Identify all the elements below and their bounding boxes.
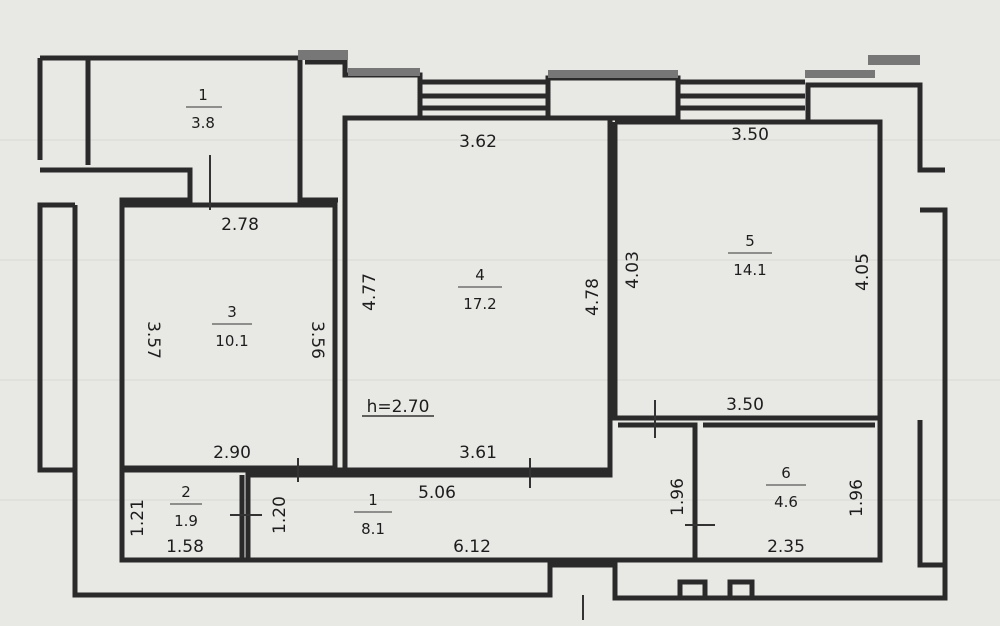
ceiling-height-label: h=2.70: [367, 397, 430, 417]
svg-text:5: 5: [745, 232, 755, 250]
dim-3-56: 3.56: [307, 321, 327, 359]
room-label-r1b: 18.1: [354, 491, 392, 538]
wall-right-upper: [695, 82, 945, 563]
dim-4-77: 4.77: [360, 273, 380, 311]
svg-text:17.2: 17.2: [463, 295, 496, 313]
dim-3-57: 3.57: [143, 321, 163, 359]
balcony-bottom: [40, 167, 193, 205]
dim-2-78: 2.78: [221, 215, 259, 235]
dim-2-90: 2.90: [213, 443, 251, 463]
outer-wall-bottom: [72, 205, 948, 601]
svg-text:8.1: 8.1: [361, 520, 385, 538]
parapet-3: [548, 70, 678, 78]
wall-right-lower: [917, 207, 948, 568]
paper-grid: [0, 139, 1000, 501]
dim-5-06: 5.06: [418, 483, 456, 503]
wall-room5-left-bottom: [612, 122, 880, 421]
balcony-top: [40, 55, 338, 203]
room-label-r2: 21.9: [170, 483, 202, 530]
parapet-4: [805, 70, 875, 78]
dim-4-05: 4.05: [853, 253, 873, 291]
svg-text:1.9: 1.9: [174, 512, 198, 530]
wall-room4-top-right: [345, 115, 613, 470]
room-label-r4: 417.2: [458, 266, 502, 313]
svg-text:10.1: 10.1: [215, 332, 248, 350]
dim-3-50-mid: 3.50: [726, 395, 764, 415]
dim-3-62: 3.62: [459, 132, 497, 152]
room-label-r6: 64.6: [766, 464, 806, 511]
dimension-labels: 3.62 3.50 2.78 4.77 4.78 4.03 4.05 3.57 …: [128, 125, 873, 557]
svg-text:6: 6: [781, 464, 791, 482]
parapet-5: [868, 55, 920, 65]
svg-text:1: 1: [368, 491, 378, 509]
dim-1-20: 1.20: [270, 496, 290, 534]
dim-4-78: 4.78: [583, 278, 603, 316]
svg-text:1: 1: [198, 86, 208, 104]
room-label-r1a: 13.8: [186, 86, 222, 132]
room-label-r3: 310.1: [212, 303, 252, 350]
inner-wall-left-bottom: [119, 205, 695, 563]
svg-text:2: 2: [181, 483, 191, 501]
wall-room6-left: [618, 422, 698, 560]
svg-text:14.1: 14.1: [733, 261, 766, 279]
parapet-2: [348, 68, 420, 76]
dim-1-96-b: 1.96: [847, 479, 867, 517]
dim-1-96-a: 1.96: [668, 478, 688, 516]
door-ticks: [209, 155, 715, 620]
hatched-parapets: [298, 50, 920, 78]
notch-bottom: [677, 579, 755, 598]
dim-2-35: 2.35: [767, 537, 805, 557]
dim-6-12: 6.12: [453, 537, 491, 557]
svg-text:3: 3: [227, 303, 237, 321]
ceiling-height: h=2.70: [362, 397, 434, 417]
window-top-right: [678, 79, 805, 111]
left-outer-wall: [37, 202, 75, 473]
svg-text:4.6: 4.6: [774, 493, 798, 511]
room-labels: 13.8 310.1 417.2 514.1 21.9 18.1 64.6: [170, 86, 806, 538]
dim-3-50-top: 3.50: [731, 125, 769, 145]
svg-text:4: 4: [475, 266, 485, 284]
svg-text:3.8: 3.8: [191, 114, 215, 132]
dim-3-61: 3.61: [459, 443, 497, 463]
parapet-1: [298, 50, 348, 60]
wall-corridor-top: [122, 467, 613, 560]
window-top-left: [420, 79, 548, 111]
dim-1-58: 1.58: [166, 537, 204, 557]
dim-4-03: 4.03: [623, 251, 643, 289]
room-label-r5: 514.1: [728, 232, 772, 279]
dim-1-21: 1.21: [128, 499, 148, 537]
